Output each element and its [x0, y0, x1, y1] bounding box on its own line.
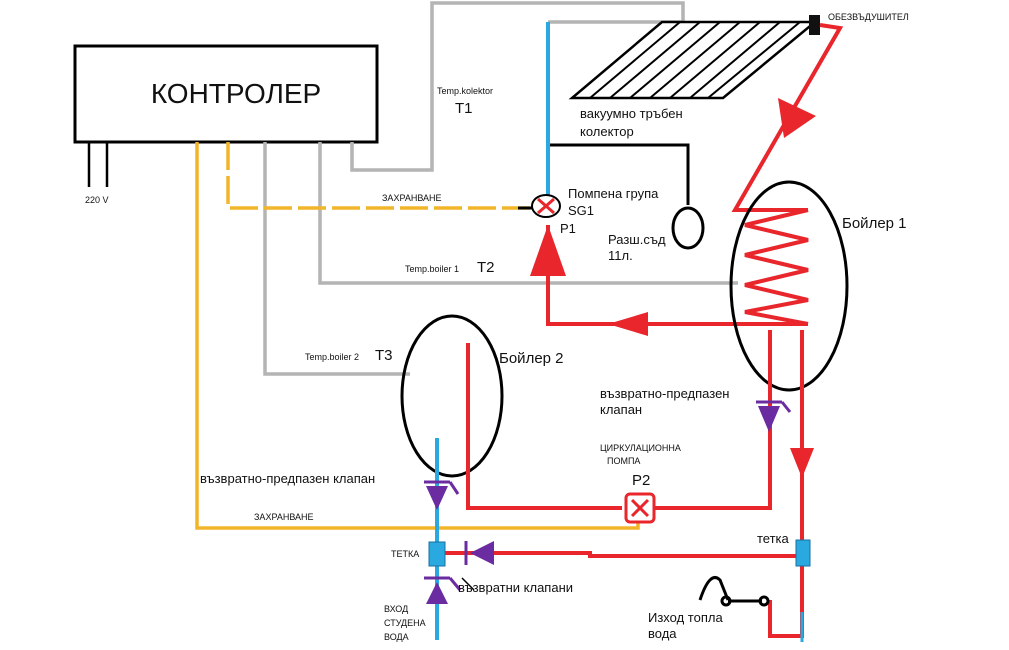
- supply-top-label: ЗАХРАНВАНЕ: [382, 193, 442, 203]
- controller-box: КОНТРОЛЕР: [73, 44, 379, 144]
- expansion-vessel: [671, 206, 705, 250]
- expansion-line: [518, 143, 705, 250]
- p2-label: P2: [632, 472, 650, 489]
- check-valve-left-label: възвратно-предпазен клапан: [200, 471, 375, 486]
- cold-in-label-1: ВХОД: [384, 604, 408, 614]
- collector-label-2: колектор: [580, 124, 634, 139]
- hot-water-pipe: [768, 330, 804, 638]
- flow-arrow-1: [778, 98, 816, 138]
- boiler2-label: Бойлер 2: [499, 350, 564, 367]
- collector-label-1: вакуумно тръбен: [580, 106, 683, 121]
- check-valve-inlet: [424, 576, 462, 604]
- hot-water-outlet: [698, 576, 770, 607]
- pump-p2: [624, 492, 656, 524]
- circulation-pipe-left: [466, 343, 622, 510]
- p1-label: P1: [560, 221, 576, 236]
- check-valve-horizontal: [464, 541, 494, 565]
- check-valve-right-label-2: клапан: [600, 402, 642, 417]
- supply-cable-top: [226, 142, 532, 210]
- controller-label: КОНТРОЛЕР: [151, 78, 321, 109]
- cold-in-label-2: СТУДЕНА: [384, 618, 426, 628]
- sensor-cable-t3: [263, 142, 410, 376]
- expansion-label-1: Разш.съд: [608, 232, 666, 247]
- flow-arrow-2: [608, 312, 648, 336]
- check-valve-right-label-1: възвратно-предпазен: [600, 386, 729, 401]
- circulation-pipe-right: [654, 330, 772, 510]
- boiler-2: [400, 314, 504, 478]
- solar-collector: [568, 20, 819, 100]
- expansion-label-2: 11л.: [608, 248, 633, 263]
- hot-out-label-1: Изход топла: [648, 610, 723, 625]
- flow-arrow-p1: [530, 225, 566, 276]
- tee-left-label: ТЕТКА: [391, 549, 419, 559]
- t1-caption: Temp.kolektor: [437, 86, 493, 96]
- t1-label: T1: [455, 100, 473, 117]
- boiler-1: [729, 180, 849, 392]
- hot-out-label-2: вода: [648, 626, 677, 641]
- boiler1-label: Бойлер 1: [842, 215, 907, 232]
- t3-caption: Temp.boiler 2: [305, 352, 359, 362]
- tee-right: [795, 539, 811, 567]
- t2-label: T2: [477, 259, 495, 276]
- supply-bottom-label: ЗАХРАНВАНЕ: [254, 512, 314, 522]
- check-valve-right: [756, 400, 792, 432]
- pump-group-label-2: SG1: [568, 203, 594, 218]
- power-leads: [87, 142, 109, 187]
- circ-pump-label-1: ЦИРКУЛАЦИОННА: [600, 443, 681, 453]
- tee-left: [428, 541, 446, 567]
- t3-label: T3: [375, 347, 393, 364]
- check-valves-pointer: [461, 577, 475, 591]
- deaerator-icon: [809, 15, 820, 35]
- deaerator-label: ОБЕЗВЪДУШИТЕЛ: [828, 12, 909, 22]
- boiler1-coil: [744, 208, 809, 326]
- mixing-pipe: [445, 551, 796, 558]
- pump-p1: [531, 194, 561, 218]
- check-valve-left: [424, 480, 460, 510]
- sensor-cable-t2: [318, 142, 738, 285]
- cold-in-label-3: ВОДА: [384, 632, 409, 642]
- t2-caption: Temp.boiler 1: [405, 264, 459, 274]
- check-valves-label: възвратни клапани: [458, 580, 573, 595]
- circ-pump-label-2: ПОМПА: [607, 456, 640, 466]
- tee-right-label: тетка: [757, 531, 790, 546]
- voltage-label: 220 V: [85, 195, 109, 205]
- flow-arrow-3: [790, 448, 814, 478]
- pump-group-label-1: Помпена група: [568, 186, 659, 201]
